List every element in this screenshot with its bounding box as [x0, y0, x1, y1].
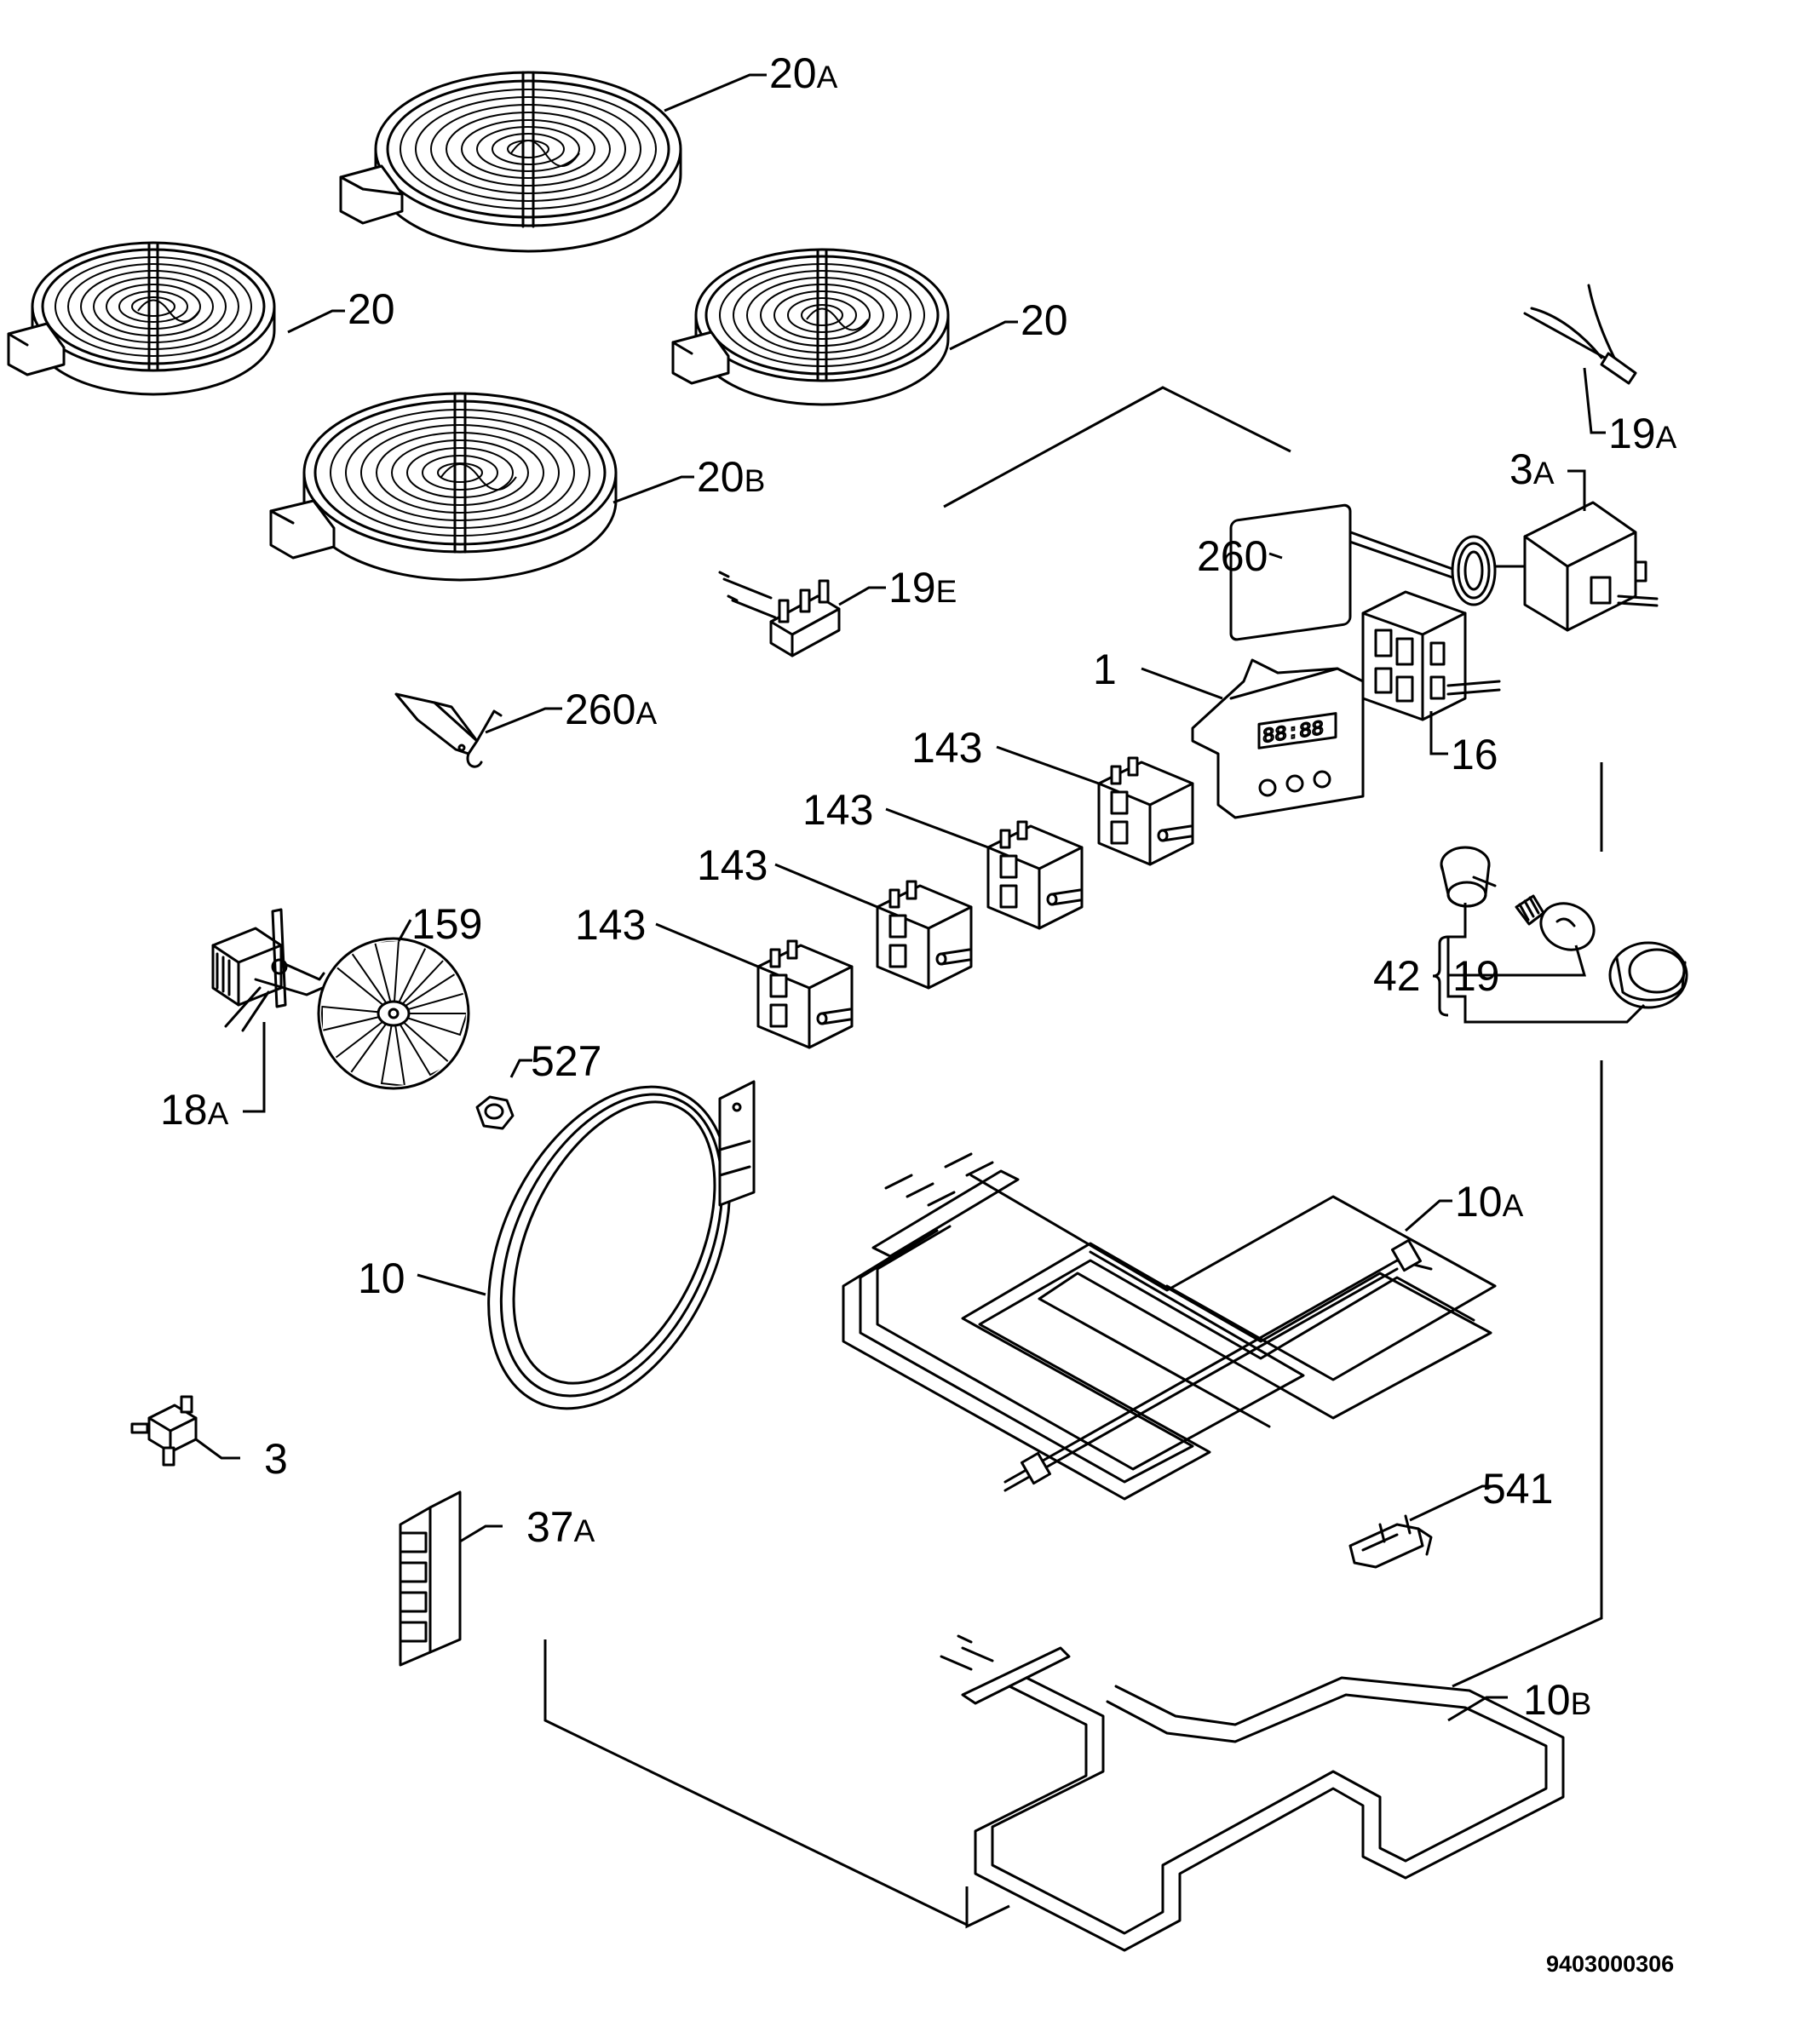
hob-element-20a: [339, 71, 682, 253]
hob-element-20b: [269, 392, 618, 582]
label-260: 260: [1197, 532, 1268, 580]
part-10a-grill-element: [842, 1152, 1497, 1501]
part-143-regulator-1: [1097, 756, 1194, 866]
label-143-2: 143: [802, 786, 873, 834]
part-143-regulator-2: [986, 820, 1084, 930]
part-260a-bracket: [394, 692, 503, 768]
part-527-nut: [475, 1095, 515, 1130]
label-527: 527: [531, 1037, 601, 1085]
label-143-1: 143: [911, 724, 982, 772]
label-3a: 3A: [1509, 445, 1555, 493]
leader-lines: [195, 73, 1646, 1722]
part-18a-fan-motor: [211, 908, 334, 1032]
label-20b: 20B: [697, 453, 765, 501]
label-143-4: 143: [575, 901, 646, 949]
label-20-right: 20: [1021, 296, 1068, 344]
label-1: 1: [1093, 646, 1117, 693]
programmer-display: [1257, 712, 1337, 749]
label-3: 3: [264, 1435, 288, 1483]
label-19e: 19E: [888, 564, 957, 611]
label-10b: 10B: [1523, 1676, 1591, 1724]
document-number: 9403000306: [1546, 1951, 1674, 1977]
label-260a: 260A: [565, 686, 657, 733]
label-18a: 18A: [160, 1086, 229, 1134]
part-541-clip: [1348, 1514, 1433, 1569]
part-16-selector-switch: [1361, 590, 1501, 721]
part-3a-thermostat: [1297, 501, 1659, 632]
part-19a-sensor: [1523, 284, 1637, 385]
callout-labels: 20A 20 20 20B 19A 3A 260 19E 260A 1 16 1…: [160, 49, 1677, 1977]
part-3-connector: [130, 1395, 198, 1467]
part-37a-terminal-strip: [399, 1490, 462, 1667]
part-19e-terminal-block: [718, 571, 841, 657]
label-20-left: 20: [348, 285, 395, 333]
label-42: 42: [1373, 952, 1421, 1000]
label-10a: 10A: [1455, 1178, 1524, 1226]
part-10-circular-element: [487, 1080, 756, 1410]
part-159-fan-blade: [317, 937, 470, 1090]
part-10b-bottom-element: [940, 1634, 1565, 1952]
label-159: 159: [411, 900, 482, 948]
label-16: 16: [1451, 731, 1498, 778]
label-19: 19: [1452, 952, 1500, 1000]
part-143-regulator-3: [876, 880, 973, 990]
part-143-regulator-4: [756, 939, 854, 1049]
label-19a: 19A: [1608, 410, 1677, 457]
part-1-programmer: 88:88: [1191, 503, 1365, 819]
part-42-lamp-holder: [1440, 846, 1497, 908]
label-20a: 20A: [769, 49, 838, 97]
label-541: 541: [1482, 1465, 1553, 1513]
part-19-lamp-bulb: [1515, 894, 1596, 951]
label-37a: 37A: [526, 1503, 595, 1551]
assembly-guide-lines: [543, 386, 1603, 1929]
label-143-3: 143: [697, 841, 768, 889]
part-42-lamp-cover: [1608, 941, 1688, 1009]
hob-element-20-left: [7, 241, 276, 396]
hob-element-20-right: [671, 248, 950, 406]
label-10: 10: [358, 1255, 405, 1302]
